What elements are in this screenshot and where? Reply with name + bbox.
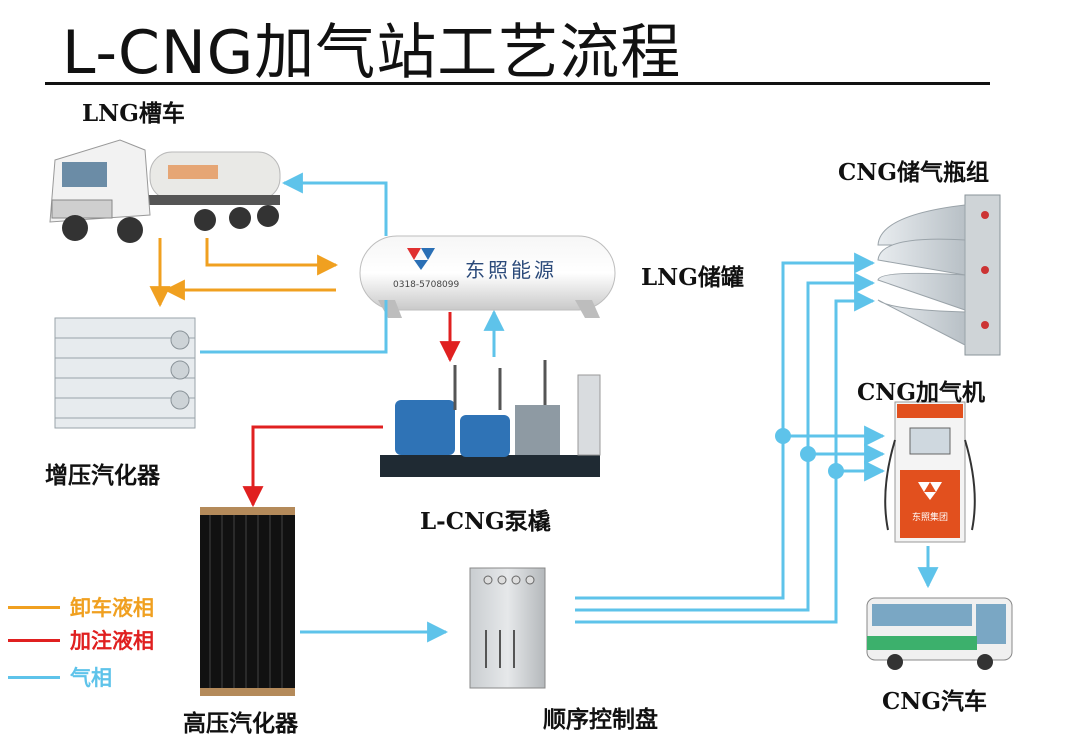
- cng-vehicle-icon: [866, 597, 1013, 670]
- lng-tank-icon: [359, 235, 616, 318]
- lng-truck-icon: [49, 139, 281, 243]
- sequence-panel-label: 顺序控制盘: [543, 706, 658, 733]
- legend-item-gas: 气相: [8, 662, 112, 692]
- legend-item-unload: 卸车液相: [8, 592, 154, 622]
- sequence-panel-icon: [469, 567, 546, 689]
- lng-tank-label: LNG储罐: [641, 264, 744, 291]
- hp-vaporizer-icon: [200, 507, 295, 696]
- fill-liquid-lines: [242, 312, 461, 508]
- cng-storage-icon: [877, 194, 1001, 356]
- gas-junctions: [775, 428, 844, 479]
- legend-swatch-gas: [8, 675, 60, 679]
- legend-label-fill: 加注液相: [70, 628, 154, 653]
- title-underline: [45, 82, 990, 85]
- legend-swatch-unload: [8, 605, 60, 609]
- lng-truck-label: LNG槽车: [82, 100, 185, 127]
- unload-liquid-lines: [149, 238, 339, 308]
- tank-brand-text: 东照能源: [465, 258, 557, 282]
- legend-item-fill: 加注液相: [8, 625, 154, 655]
- hp-vaporizer-label: 高压汽化器: [183, 710, 298, 737]
- dispenser-brand-text: 东照集团: [912, 511, 948, 523]
- boost-vaporizer-label: 增压汽化器: [45, 462, 160, 489]
- legend-label-unload: 卸车液相: [70, 595, 154, 620]
- page-title: L-CNG加气站工艺流程: [62, 18, 682, 88]
- tank-phone-text: 0318-5708099: [393, 280, 460, 290]
- pump-skid-label: L-CNG泵橇: [420, 508, 551, 535]
- pump-skid-icon: [380, 360, 601, 477]
- cng-vehicle-label: CNG汽车: [882, 688, 987, 715]
- boost-vaporizer-icon: [54, 317, 196, 429]
- legend-label-gas: 气相: [70, 665, 112, 690]
- cng-storage-label: CNG储气瓶组: [838, 159, 989, 186]
- cng-dispenser-label: CNG加气机: [857, 379, 985, 406]
- legend-swatch-fill: [8, 638, 60, 642]
- cng-dispenser-icon: [884, 401, 976, 543]
